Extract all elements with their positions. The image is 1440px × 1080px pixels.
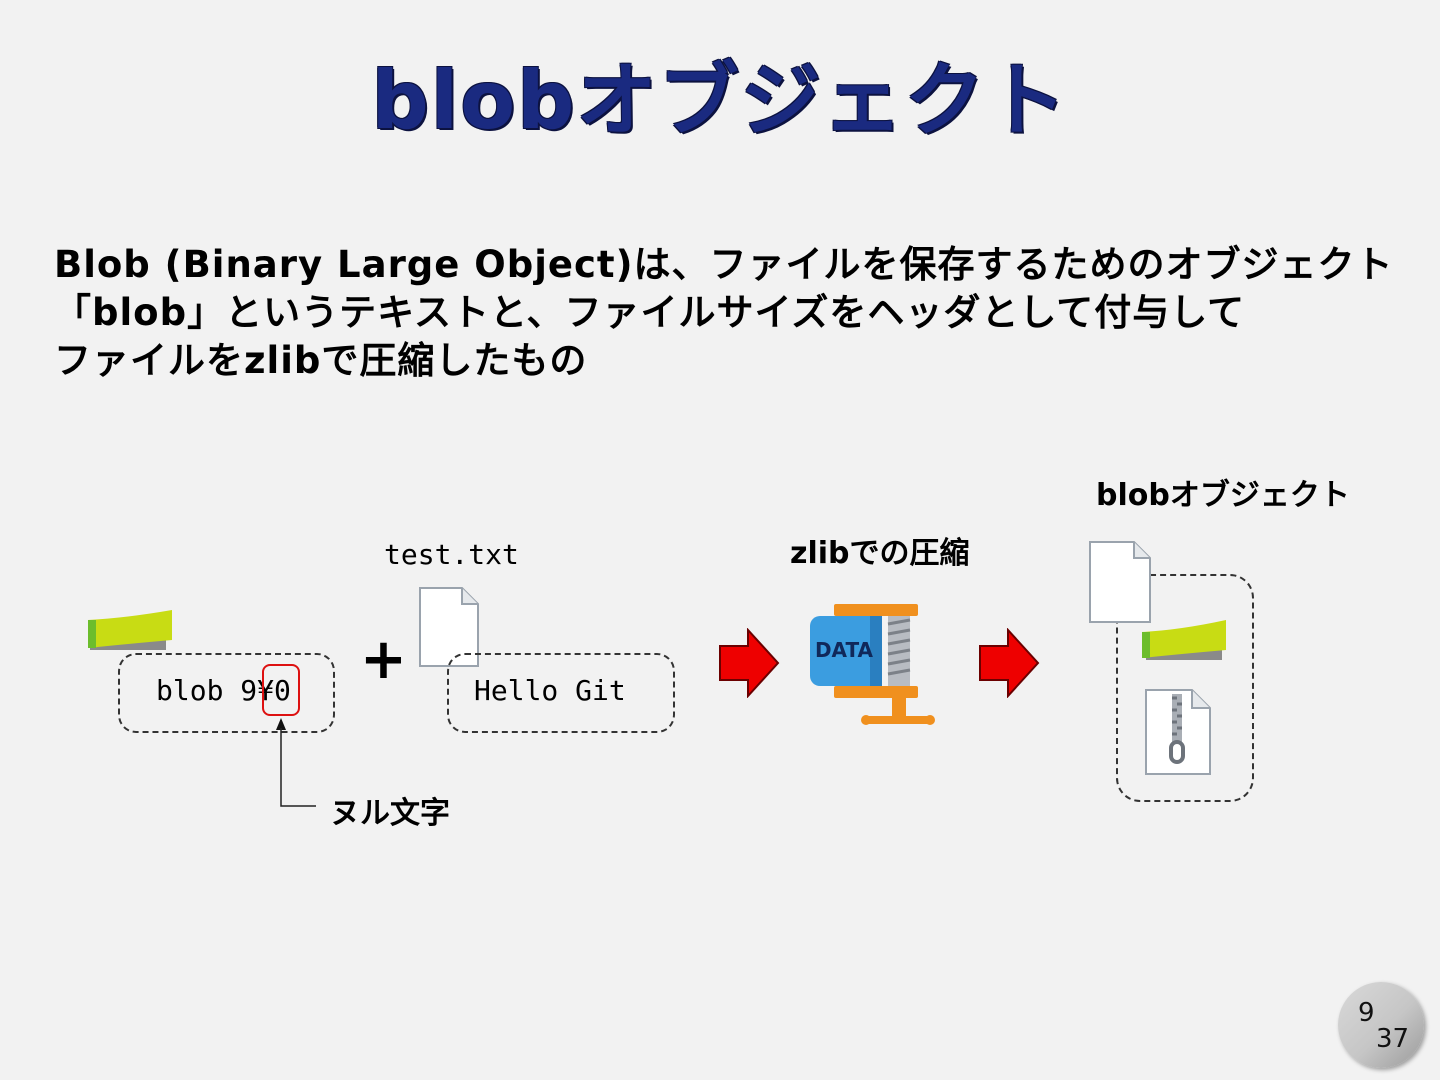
null-char-highlight	[262, 664, 300, 716]
null-char-pointer	[276, 718, 316, 807]
zip-file-icon	[1145, 689, 1211, 775]
page-total: 37	[1376, 1024, 1410, 1054]
file-content-box	[447, 653, 675, 733]
body-line-1: Blob (Binary Large Object)は、ファイルを保存するための…	[54, 243, 1394, 286]
body-line-2: 「blob」というテキストと、ファイルサイズをヘッダとして付与して	[54, 291, 1246, 334]
zlib-compress-label: zlibでの圧縮	[790, 536, 970, 571]
red-arrow-icon	[979, 628, 1040, 698]
tag-icon	[88, 610, 172, 650]
document-icon	[419, 587, 479, 667]
header-box	[118, 653, 335, 733]
compress-clamp-icon: DATA	[810, 604, 935, 725]
red-arrow-icon	[719, 628, 780, 698]
tag-icon	[1142, 620, 1226, 660]
blob-object-label: blobオブジェクト	[1096, 478, 1350, 513]
data-icon-label: DATA	[815, 638, 874, 662]
body-line-3: ファイルをzlibで圧縮したもの	[54, 339, 588, 382]
file-name-label: test.txt	[384, 538, 519, 571]
blob-object-box	[1116, 574, 1254, 802]
page-number-badge	[1338, 982, 1424, 1068]
document-icon	[1089, 541, 1151, 623]
header-text: blob 9¥0	[156, 674, 291, 707]
page-current: 9	[1358, 998, 1375, 1028]
null-char-label: ヌル文字	[330, 796, 450, 831]
slide-title: blobオブジェクト	[371, 54, 1069, 147]
file-content-text: Hello Git	[474, 674, 626, 707]
plus-sign: +	[360, 627, 407, 692]
